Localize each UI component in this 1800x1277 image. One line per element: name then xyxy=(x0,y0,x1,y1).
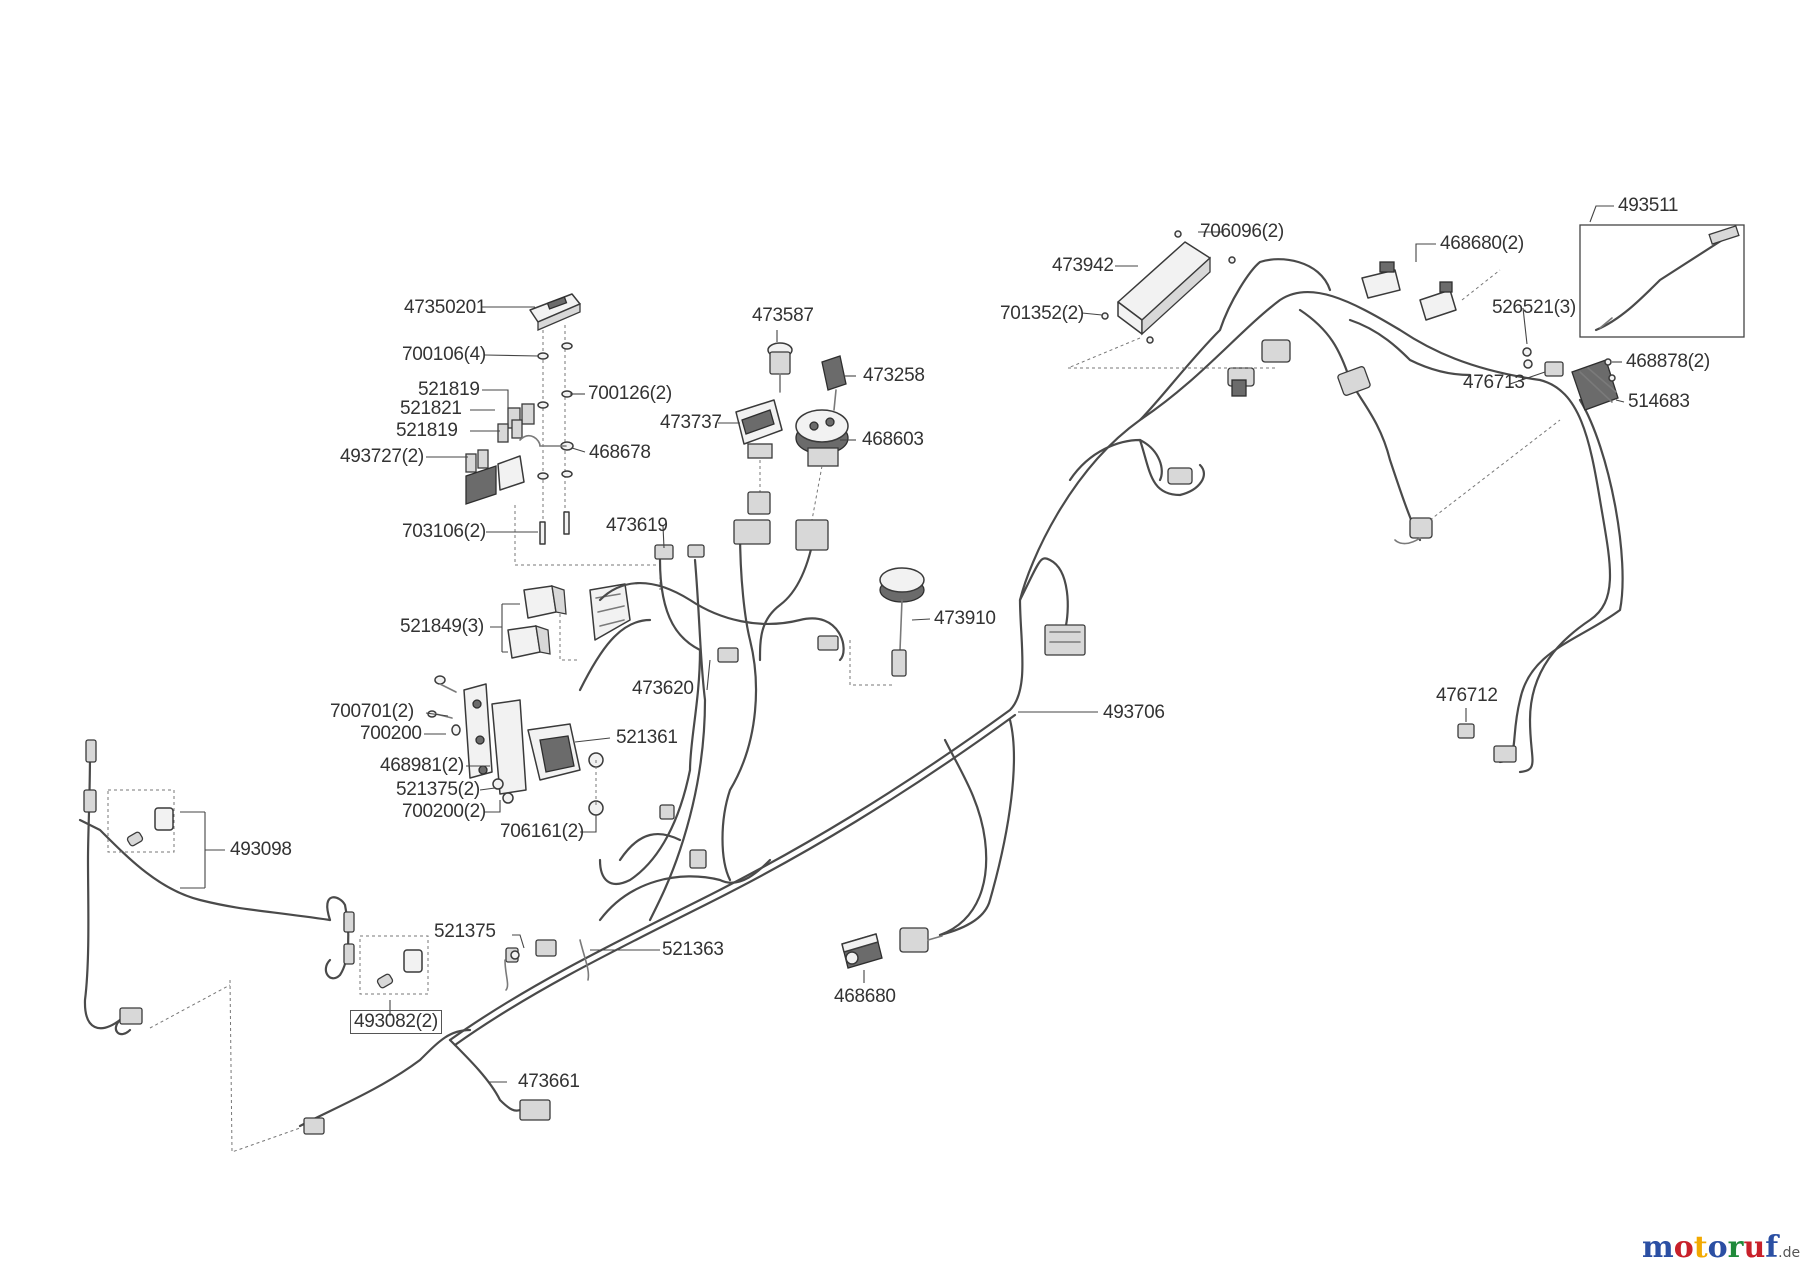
label-part-493706: 493706 xyxy=(1103,702,1165,723)
label-part-493082-2: 493082(2) xyxy=(350,1010,442,1034)
label-part-700701-2: 700701(2) xyxy=(330,701,414,722)
label-part-468981-2: 468981(2) xyxy=(380,755,464,776)
label-part-700106-4: 700106(4) xyxy=(402,344,486,365)
watermark-letter: t xyxy=(1693,1230,1708,1265)
watermark-text: motoruf xyxy=(1642,1230,1778,1265)
part-514683-regulator xyxy=(1522,347,1619,411)
label-part-493098: 493098 xyxy=(230,839,292,860)
label-part-706096-2: 706096(2) xyxy=(1200,221,1284,242)
main-harness-493706 xyxy=(448,258,1624,1047)
watermark-letter: u xyxy=(1743,1230,1766,1265)
label-part-521361: 521361 xyxy=(616,727,678,748)
part-47350201-fuse-cover xyxy=(529,293,581,331)
label-part-701352-2: 701352(2) xyxy=(1000,303,1084,324)
label-part-700200-2: 700200(2) xyxy=(402,801,486,822)
watermark-letter: o xyxy=(1707,1230,1728,1265)
label-part-521819-b: 521819 xyxy=(396,420,458,441)
label-part-521821: 521821 xyxy=(400,398,462,419)
label-part-493727-2: 493727(2) xyxy=(340,446,424,467)
label-part-473737: 473737 xyxy=(660,412,722,433)
label-part-514683: 514683 xyxy=(1628,391,1690,412)
part-468680-2-plugs xyxy=(1361,261,1501,321)
label-part-476712: 476712 xyxy=(1436,685,1498,706)
label-part-521363: 521363 xyxy=(662,939,724,960)
label-part-473661: 473661 xyxy=(518,1071,580,1092)
part-473910-sensor xyxy=(849,567,925,686)
label-part-468680: 468680 xyxy=(834,986,896,1007)
label-part-526521-3: 526521(3) xyxy=(1492,297,1576,318)
label-part-706161-2: 706161(2) xyxy=(500,821,584,842)
part-473258-key xyxy=(821,355,847,411)
part-521849-relays xyxy=(507,583,631,661)
part-473942-control-module xyxy=(1067,230,1275,369)
part-468603-ignition xyxy=(795,409,849,551)
part-493098-harness xyxy=(78,739,429,1153)
label-part-473910: 473910 xyxy=(934,608,996,629)
label-part-521375: 521375 xyxy=(434,921,496,942)
label-part-468603: 468603 xyxy=(862,429,924,450)
label-part-473587: 473587 xyxy=(752,305,814,326)
label-part-47350201: 47350201 xyxy=(404,297,487,318)
leader-lines xyxy=(180,205,1625,1083)
label-part-468878-2: 468878(2) xyxy=(1626,351,1710,372)
label-part-468680-2: 468680(2) xyxy=(1440,233,1524,254)
label-part-700126-2: 700126(2) xyxy=(588,383,672,404)
watermark-logo: motoruf.de xyxy=(1642,1230,1800,1265)
watermark-letter: m xyxy=(1642,1230,1674,1265)
label-part-493511: 493511 xyxy=(1618,195,1679,216)
part-476712-connector xyxy=(1457,723,1517,763)
label-part-468678: 468678 xyxy=(589,442,651,463)
fuse-block-hardware xyxy=(465,325,661,590)
label-part-521375-2: 521375(2) xyxy=(396,779,480,800)
label-part-521849-3: 521849(3) xyxy=(400,616,484,637)
label-part-473258: 473258 xyxy=(863,365,925,386)
part-473661-harness xyxy=(298,939,590,1135)
part-473737-switch xyxy=(733,399,783,545)
harness-473620 xyxy=(578,528,845,922)
label-part-473942: 473942 xyxy=(1052,255,1114,276)
label-part-521819-a: 521819 xyxy=(418,379,480,400)
label-part-700200: 700200 xyxy=(360,723,422,744)
label-part-476713: 476713 xyxy=(1463,372,1525,393)
part-473587-switch xyxy=(767,342,793,393)
watermark-suffix: .de xyxy=(1778,1245,1800,1261)
harness-connectors xyxy=(1044,339,1433,656)
part-521361-bracket xyxy=(427,675,604,816)
label-part-473619: 473619 xyxy=(606,515,668,536)
watermark-letter: r xyxy=(1727,1230,1744,1265)
label-part-703106-2: 703106(2) xyxy=(402,521,486,542)
label-part-473620: 473620 xyxy=(632,678,694,699)
watermark-letter: o xyxy=(1673,1230,1694,1265)
part-493511-box xyxy=(1579,224,1745,338)
part-468680-switch xyxy=(841,927,943,969)
watermark-letter: f xyxy=(1765,1230,1779,1265)
